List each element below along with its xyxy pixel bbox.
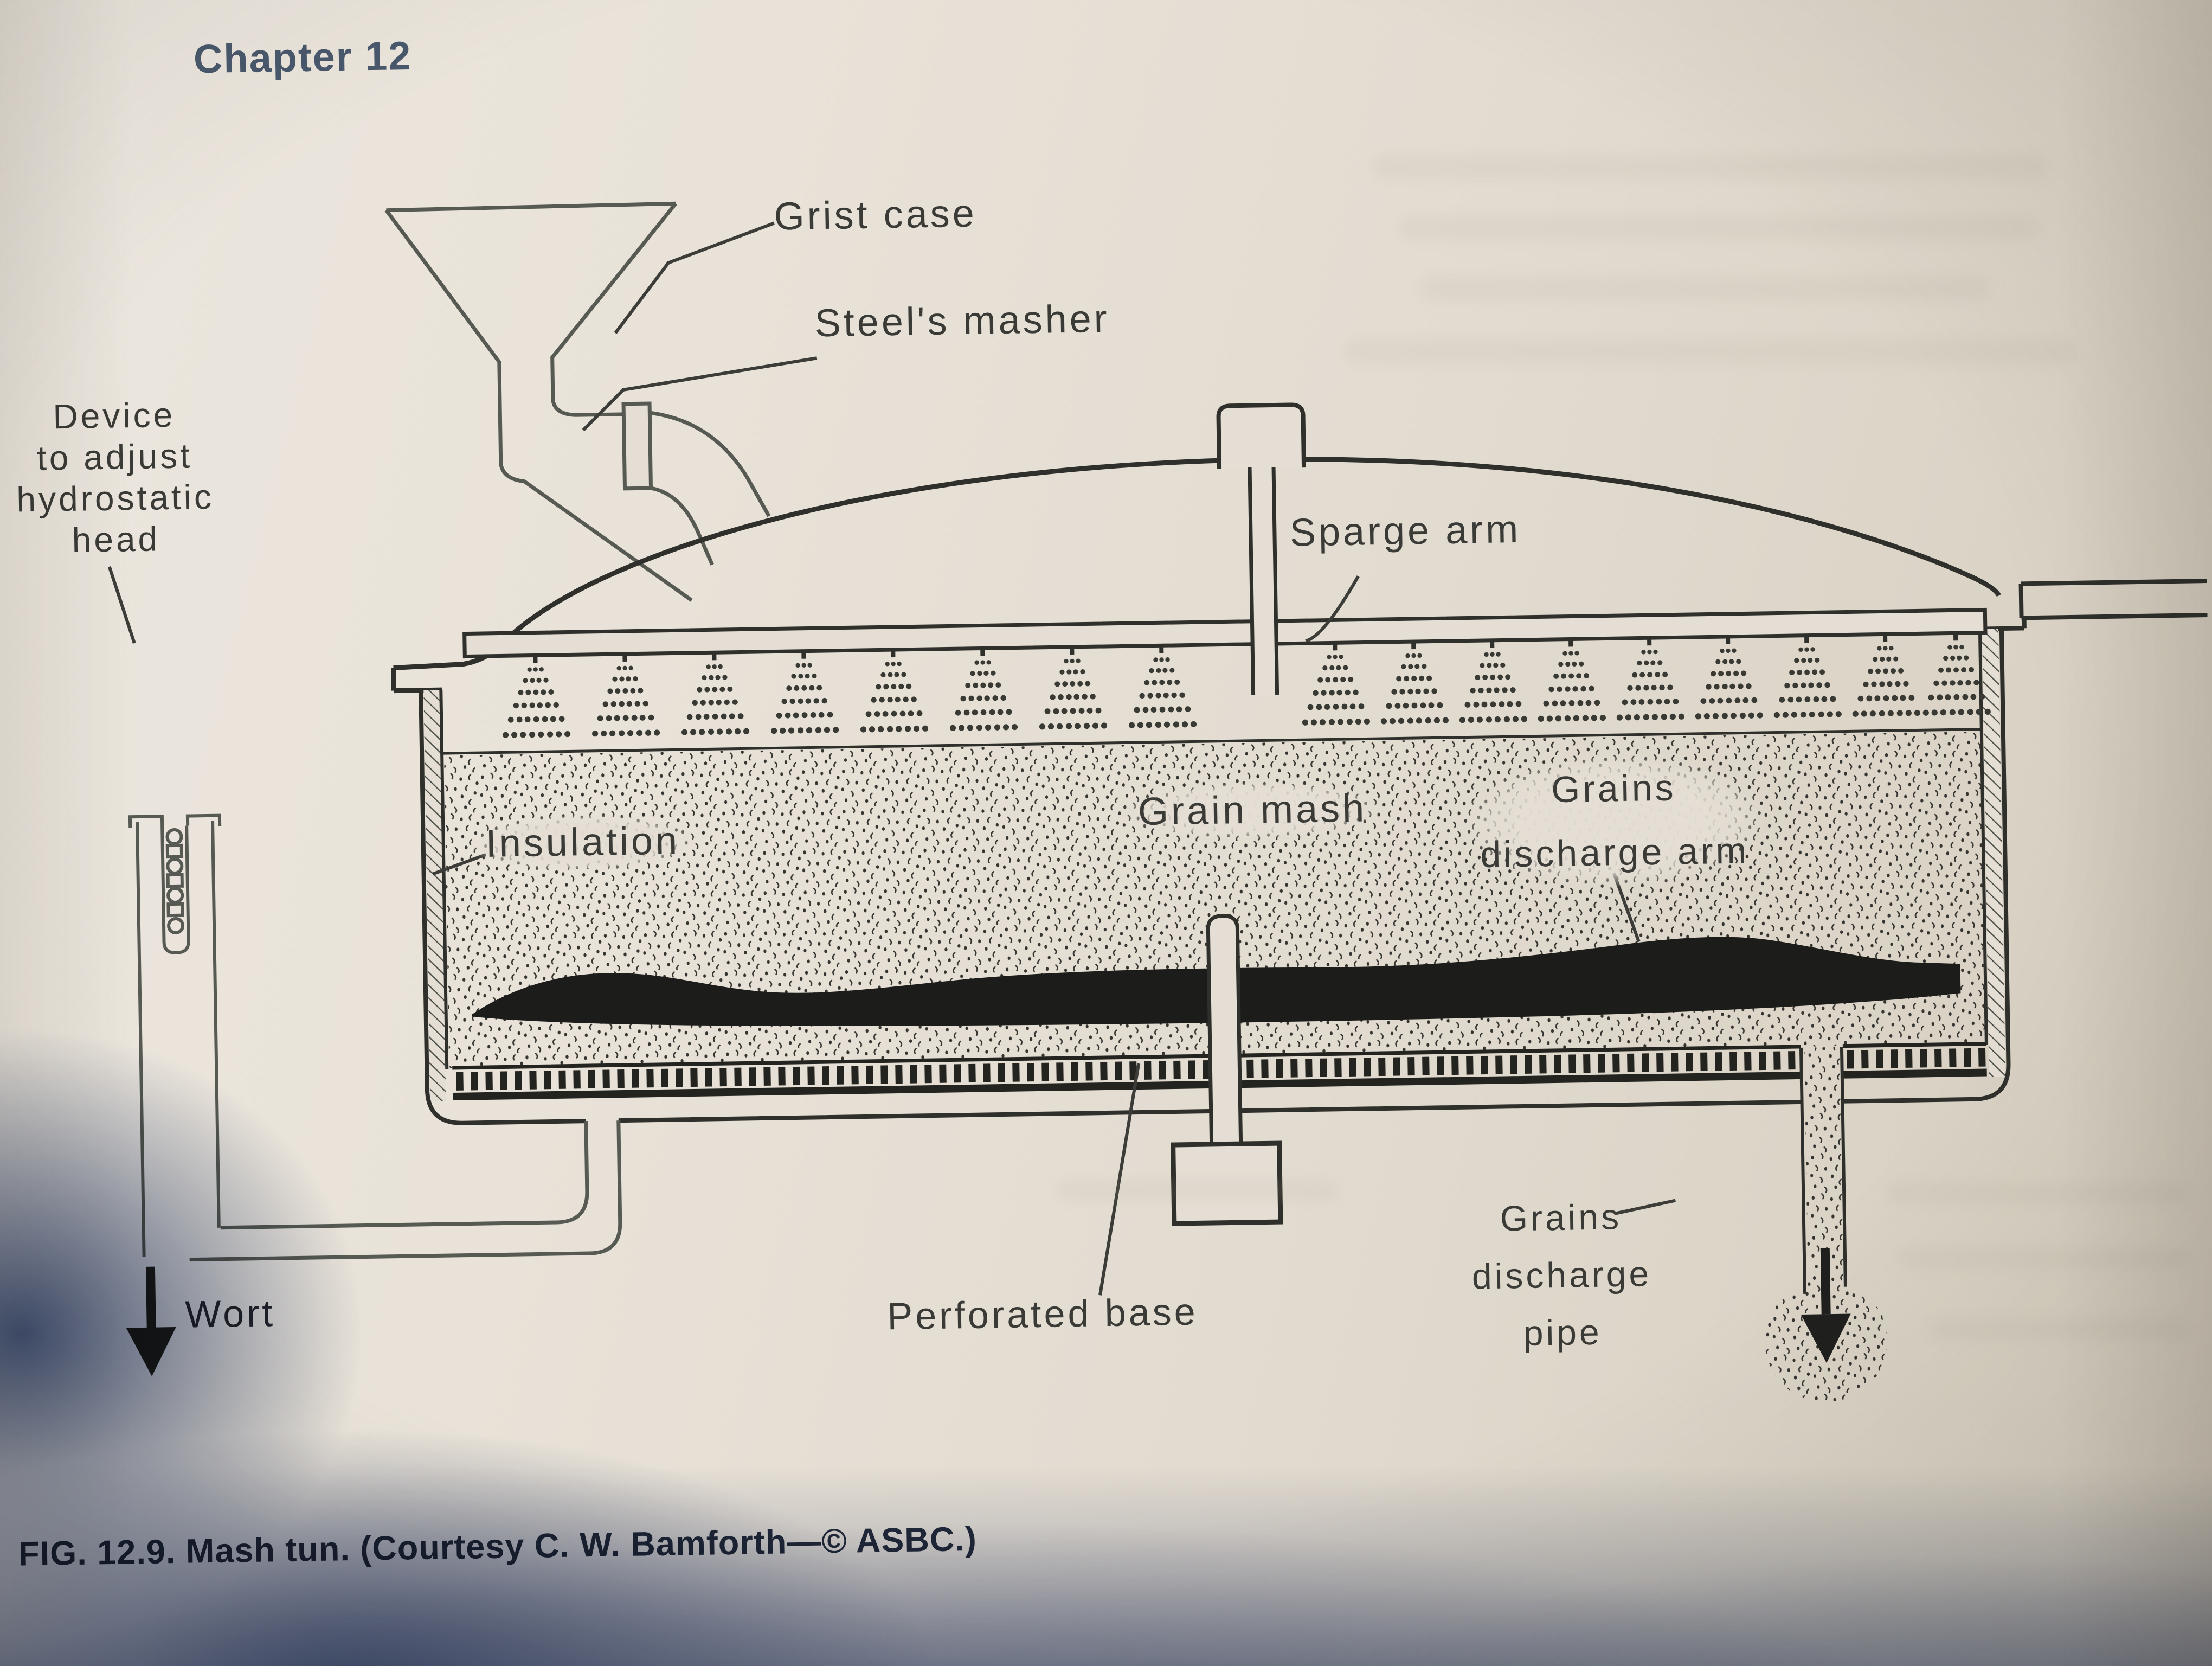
sparge-feed-pipe [1248,466,1279,695]
rake-drive-shaft [1206,914,1243,1146]
bleed-through-text-ghost [1420,277,1990,300]
leader-steels-masher [582,356,818,432]
label-wort: Wort [184,1292,276,1336]
label-hydrostatic-device: Device to adjust hydrostatic head [16,395,215,560]
figure-caption-number: FIG. 12.9. [18,1533,176,1573]
leader-device [107,566,136,644]
label-grist-case: Grist case [774,191,978,239]
leader-grist-case [614,221,775,334]
label-steels-masher: Steel's masher [814,297,1110,345]
label-sparge-arm: Sparge arm [1289,507,1521,555]
wort-outlet-pipe [189,1120,622,1262]
figure-caption-title: Mash tun. [185,1530,351,1571]
label-perforated-base: Perforated base [886,1290,1199,1338]
bleed-through-text-ghost [1898,1247,2190,1269]
chapter-header: Chapter 12 [193,33,413,82]
label-grains-discharge-pipe: Grains discharge pipe [1471,1196,1652,1353]
right-rim-flange [1979,579,2208,631]
bleed-through-text-ghost [1057,1180,1339,1201]
lid-cap [1216,402,1307,469]
hydrostatic-head-device [128,813,222,1257]
bleed-through-text-ghost [1372,155,2049,180]
bleed-through-text-ghost [1887,1182,2190,1204]
sparge-arm-bar [462,607,1988,659]
wort-down-arrow [126,1266,176,1376]
bleed-through-text-ghost [1930,1318,2190,1340]
bleed-through-text-ghost [1399,216,2039,240]
bleed-through-text-ghost [1345,339,2076,364]
label-grains-discharge-arm: Grains discharge arm [1456,744,1773,897]
